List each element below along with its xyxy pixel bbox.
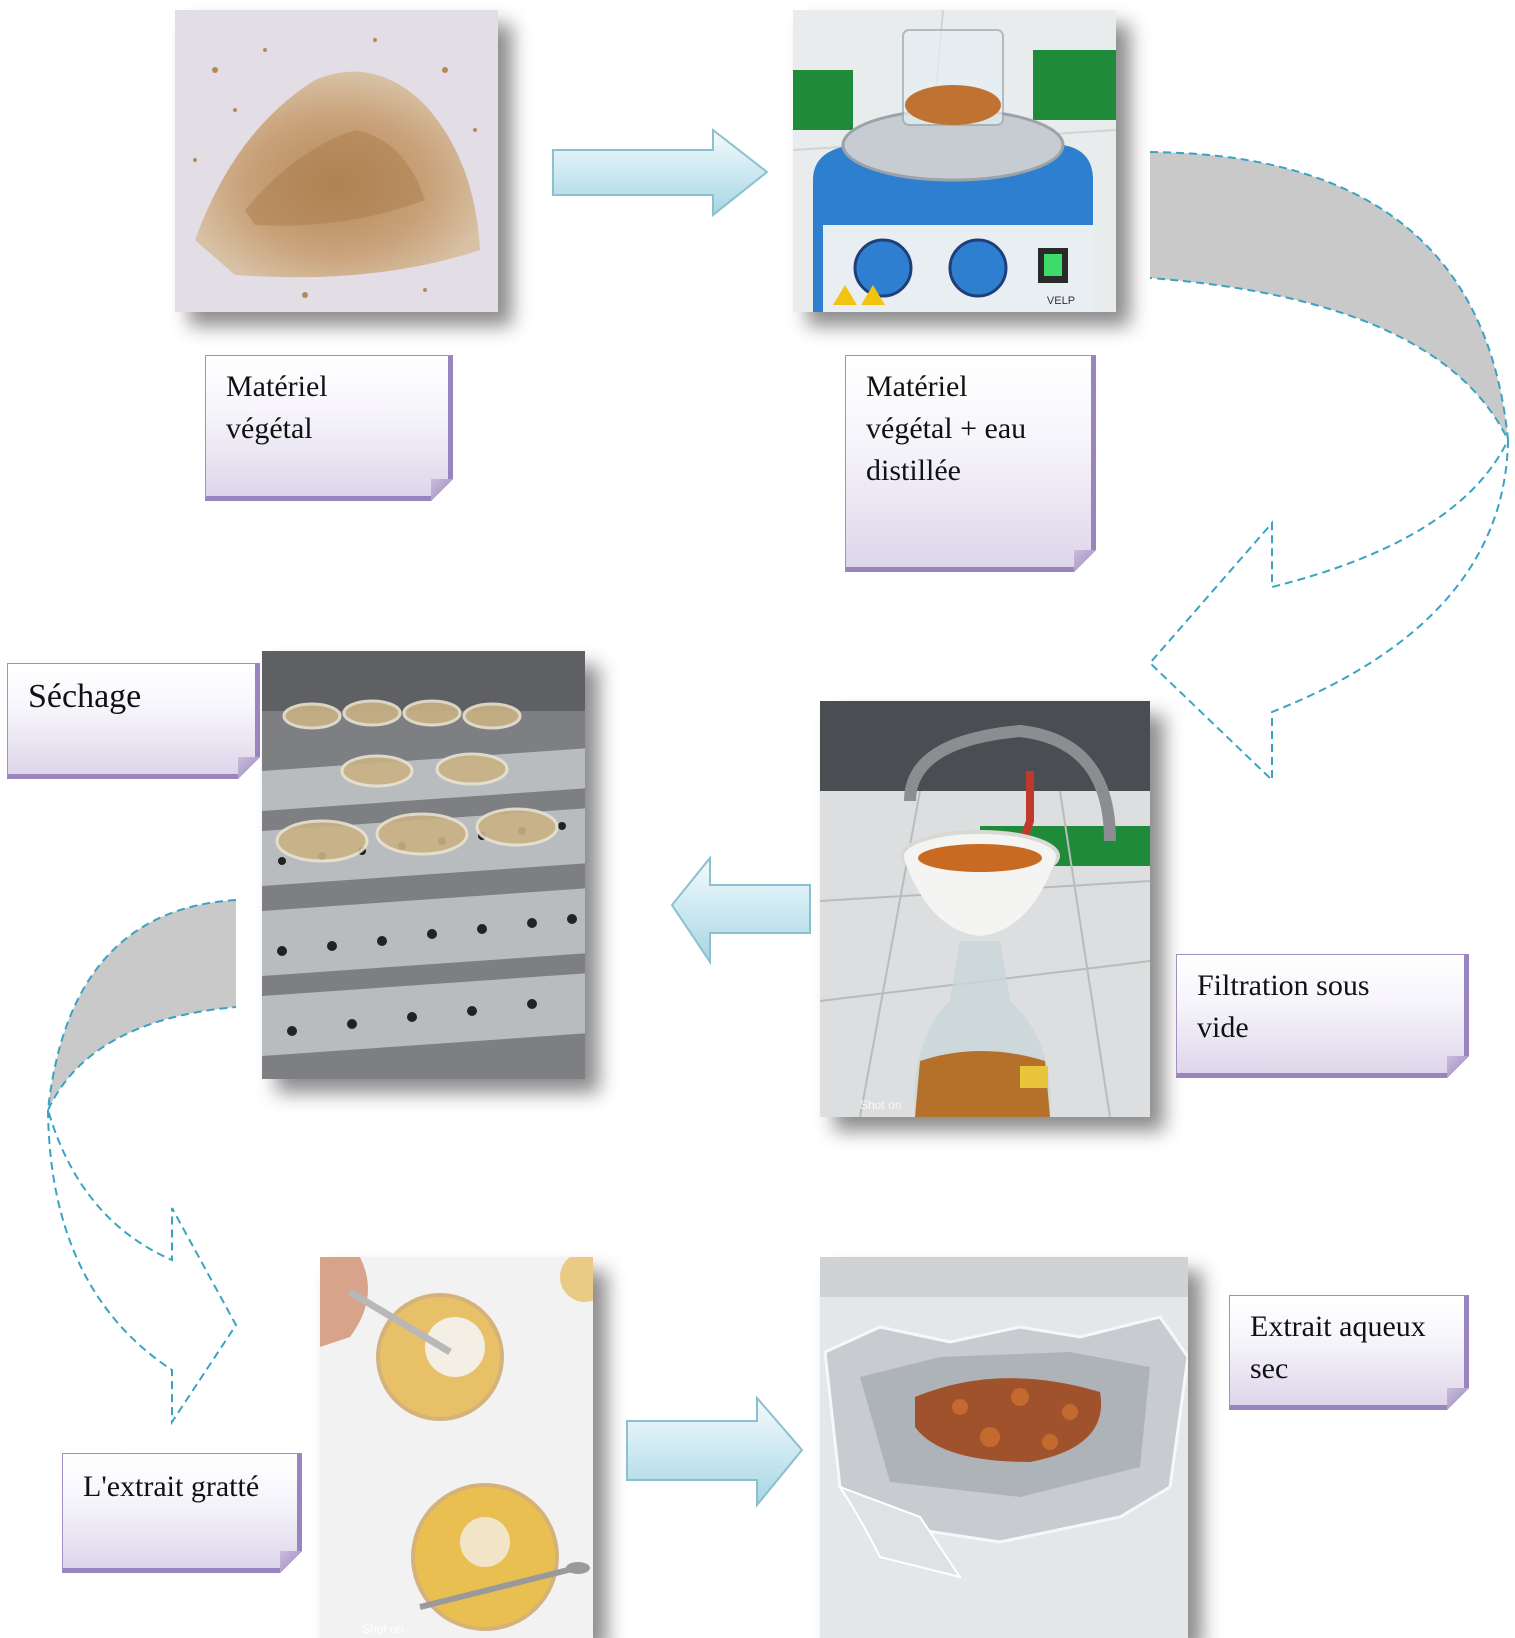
plant-powder-image [175, 10, 498, 312]
curve-left-dashed-head [47, 1109, 238, 1426]
drying-oven-image [262, 651, 585, 1079]
label-scraped-extract: L'extrait gratté [62, 1453, 302, 1573]
label-plant-material-text: Matériel végétal [226, 370, 328, 445]
photo-filtration: Shot on [820, 701, 1150, 1117]
page-fold [1074, 550, 1096, 572]
filtration-image: Shot on [820, 701, 1150, 1117]
label-scraped-extract-text: L'extrait gratté [83, 1470, 260, 1503]
photo-drying [262, 651, 585, 1079]
label-vacuum-filtration: Filtration sous vide [1176, 954, 1469, 1078]
page-fold [280, 1551, 302, 1573]
page-fold [238, 757, 260, 779]
label-plant-material: Matériel végétal [205, 355, 453, 501]
scraping-image: Shot on [320, 1257, 593, 1638]
label-dry-aqueous-extract: Extrait aqueux sec [1229, 1295, 1469, 1410]
label-vacuum-filtration-text: Filtration sous vide [1197, 969, 1370, 1044]
photo-scraping: Shot on [320, 1257, 593, 1638]
page-fold [1447, 1056, 1469, 1078]
label-drying: Séchage [7, 663, 260, 779]
photo-dry-extract [820, 1257, 1188, 1638]
photo-hotplate: VELP [793, 10, 1116, 312]
page-fold [431, 479, 453, 501]
page-fold [1447, 1388, 1469, 1410]
label-drying-text: Séchage [28, 678, 142, 715]
dry-extract-image [820, 1257, 1188, 1638]
arrow-right-1 [552, 127, 769, 218]
label-dry-aqueous-extract-text: Extrait aqueux sec [1250, 1310, 1426, 1385]
arrow-right-2 [626, 1395, 804, 1508]
shot-on-watermark-2: Shot on [362, 1622, 403, 1636]
curve-left-grey [48, 900, 236, 1110]
label-plant-plus-water: Matériel végétal + eau distillée [845, 355, 1096, 572]
hotplate-brand: VELP [1047, 295, 1075, 307]
hotplate-image: VELP [793, 10, 1116, 312]
arrow-left-1 [670, 855, 811, 966]
photo-plant-powder [175, 10, 498, 312]
label-plant-plus-water-text: Matériel végétal + eau distillée [866, 370, 1027, 487]
curve-right-dashed-head [1148, 439, 1509, 783]
curve-right-grey [1150, 152, 1508, 440]
shot-on-watermark-1: Shot on [860, 1098, 901, 1112]
